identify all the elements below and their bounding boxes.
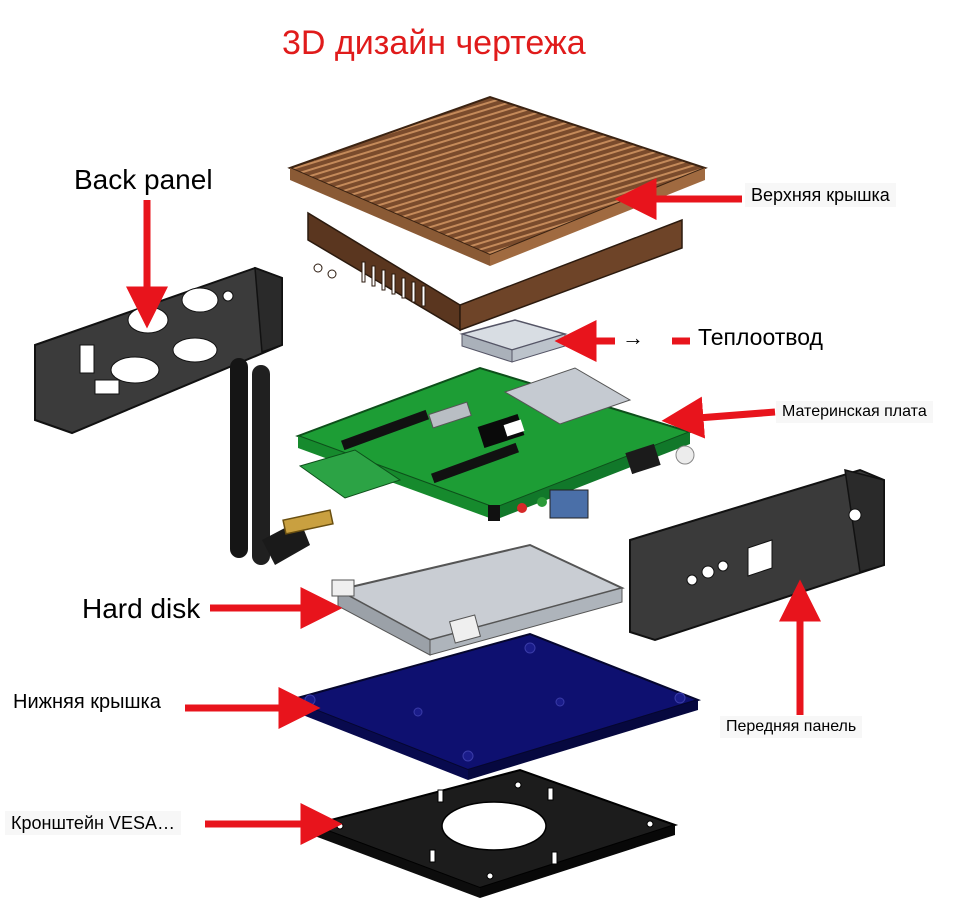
antennas <box>230 358 334 565</box>
label-motherboard: Материнская плата <box>776 401 933 423</box>
label-top-cover: Верхняя крышка <box>745 183 896 207</box>
bottom-cover <box>286 632 702 780</box>
hard-disk <box>331 543 625 656</box>
label-front-panel: Передняя панель <box>720 716 863 738</box>
front-panel <box>629 468 885 642</box>
back-panel <box>34 266 283 435</box>
label-vesa-bracket: Кронштейн VESA… <box>5 811 181 835</box>
label-back-panel: Back panel <box>74 164 213 195</box>
diagram-title: 3D дизайн чертежа <box>282 24 586 62</box>
label-heatsink: Теплоотвод <box>698 324 823 350</box>
top-cover <box>287 95 708 332</box>
label-hard-disk: Hard disk <box>82 593 201 624</box>
label-bottom-cover: Нижняя крышка <box>13 691 161 713</box>
heatsink-block <box>459 319 568 363</box>
vesa-bracket <box>308 768 679 898</box>
arrow-motherboard <box>661 396 776 439</box>
motherboard <box>295 366 695 521</box>
label-heatsink-arrow: → <box>622 325 644 350</box>
